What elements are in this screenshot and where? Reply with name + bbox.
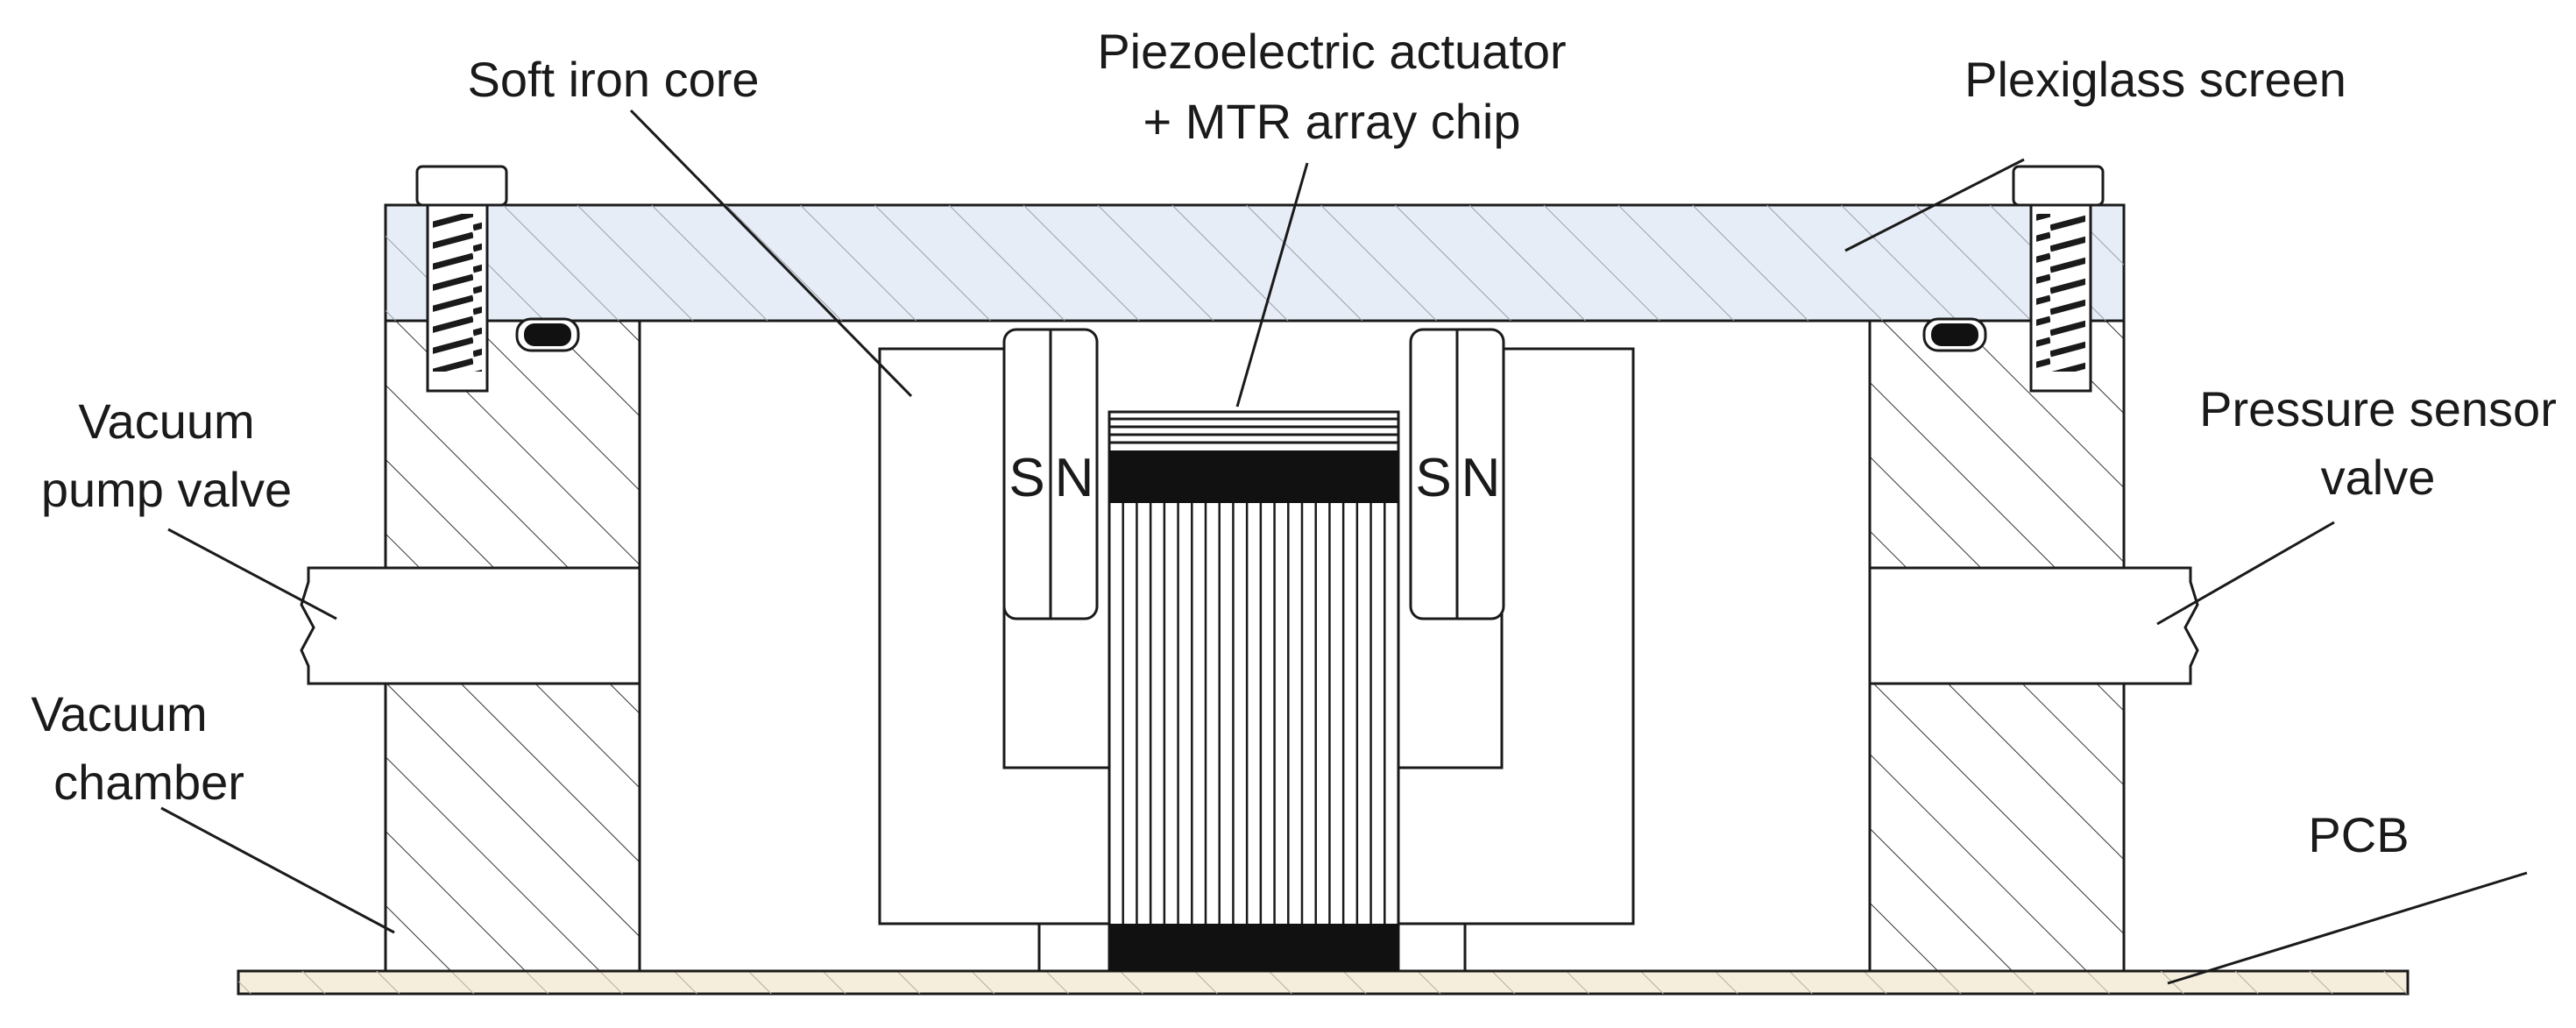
leader-lines bbox=[160, 109, 2528, 985]
pressure-sensor-valve-label-line1: Pressure sensor bbox=[2199, 381, 2557, 436]
left-o-ring bbox=[515, 317, 580, 352]
actuator-label-line2: + MTR array chip bbox=[1143, 94, 1521, 149]
pressure-sensor-valve-label-line2: valve bbox=[2321, 450, 2436, 505]
vacuum-chamber-label-line1: Vacuum bbox=[31, 686, 207, 741]
vacuum-pump-valve-label-line1: Vacuum bbox=[78, 393, 254, 449]
left-magnet-s-pole: S bbox=[1008, 448, 1044, 508]
left-screw bbox=[415, 165, 508, 393]
soft-iron-core-label: Soft iron core bbox=[467, 52, 759, 107]
right-magnet-s-pole: S bbox=[1415, 448, 1451, 508]
piezo-actuator-stack bbox=[1108, 410, 1400, 973]
plexiglass-screen bbox=[384, 203, 2126, 323]
right-magnet-n-pole: N bbox=[1461, 448, 1501, 508]
right-magnet bbox=[1409, 328, 1505, 620]
left-magnet bbox=[1002, 328, 1099, 620]
right-o-ring bbox=[1922, 317, 1987, 352]
actuator-label-line1: Piezoelectric actuator bbox=[1097, 24, 1566, 79]
vacuum-pump-valve-label-line2: pump valve bbox=[41, 462, 292, 517]
piezo-layers bbox=[1122, 503, 1386, 924]
vacuum-pump-valve-pipe bbox=[300, 566, 641, 685]
pcb-board bbox=[237, 969, 2410, 996]
pcb-label: PCB bbox=[2308, 807, 2409, 862]
right-screw bbox=[2012, 165, 2105, 393]
pressure-sensor-valve-pipe bbox=[1868, 566, 2199, 685]
vacuum-chamber-label-line2: chamber bbox=[53, 755, 244, 810]
plexiglass-screen-label: Plexiglass screen bbox=[1964, 52, 2346, 107]
left-magnet-n-pole: N bbox=[1055, 448, 1094, 508]
